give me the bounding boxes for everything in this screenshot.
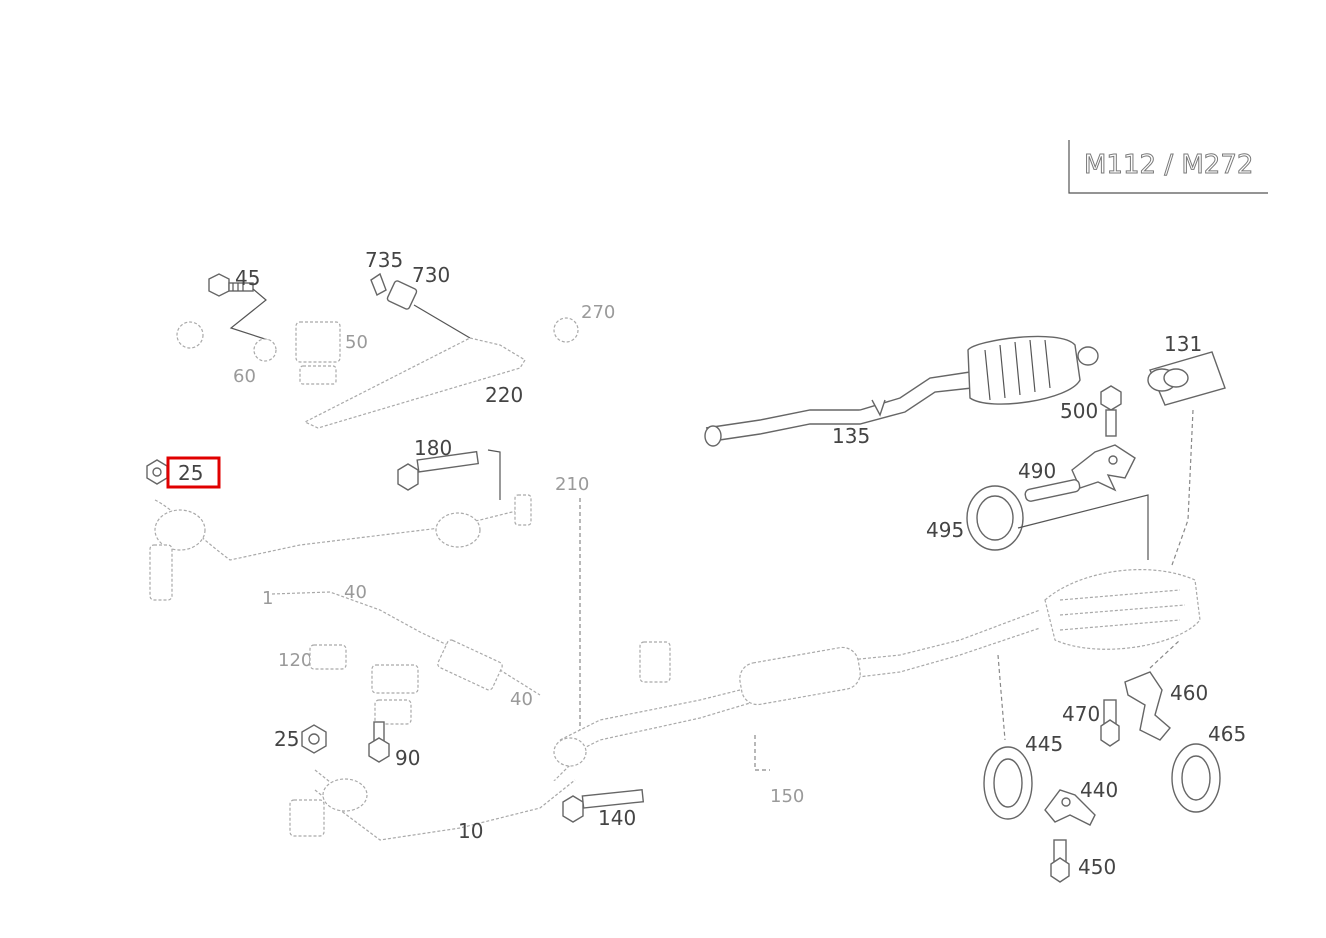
- faint-label-40b: 40: [510, 689, 533, 710]
- hanger-460-icon: [1124, 671, 1171, 741]
- label-470: 470: [1062, 702, 1100, 726]
- top-left-mounting-group: 50 60 270: [176, 272, 615, 429]
- faint-label-120: 120: [278, 650, 312, 671]
- bolt-90-icon: [368, 721, 390, 763]
- label-450: 450: [1078, 855, 1116, 879]
- faint-label-60: 60: [233, 366, 256, 387]
- label-465: 465: [1208, 722, 1246, 746]
- label-730: 730: [412, 263, 450, 287]
- highlight-box-part-25[interactable]: [166, 456, 221, 489]
- part-labels: 45 735 730 220 180 25 135 131 500 490 49…: [178, 248, 1246, 879]
- label-45: 45: [235, 266, 260, 290]
- bolt-140-icon: [562, 788, 645, 823]
- bolt-450-icon: [1050, 839, 1070, 883]
- label-500: 500: [1060, 399, 1098, 423]
- clamp-730-icon: [370, 272, 418, 310]
- label-10: 10: [458, 819, 483, 843]
- nut-25-bottom-icon: [301, 724, 327, 754]
- muffler-135-icon: [704, 335, 1099, 447]
- center-pipe-faint: 150: [559, 609, 1041, 807]
- bracket-490-icon: [1024, 444, 1136, 502]
- label-490: 490: [1018, 459, 1056, 483]
- label-140: 140: [598, 806, 636, 830]
- faint-label-40: 40: [344, 582, 367, 603]
- faint-label-270: 270: [581, 302, 615, 323]
- label-445: 445: [1025, 732, 1063, 756]
- label-131: 131: [1164, 332, 1202, 356]
- label-440: 440: [1080, 778, 1118, 802]
- tailpipe-131-icon: [1147, 351, 1226, 406]
- rubber-mount-495-icon: [966, 485, 1024, 551]
- nut-25-top-icon: [146, 459, 168, 485]
- label-460: 460: [1170, 681, 1208, 705]
- model-badge: M112 / M272: [1068, 140, 1268, 194]
- label-495: 495: [926, 518, 964, 542]
- rubber-mount-465-icon: [1171, 743, 1221, 813]
- faint-label-210: 210: [555, 474, 589, 495]
- label-220: 220: [485, 383, 523, 407]
- faint-label-150: 150: [770, 786, 804, 807]
- bolt-470-icon: [1100, 699, 1120, 747]
- label-25-bottom: 25: [274, 727, 299, 751]
- bracket-440-icon: [1044, 789, 1096, 826]
- bolt-500-icon: [1100, 385, 1122, 437]
- faint-label-1: 1: [262, 588, 273, 609]
- label-90: 90: [395, 746, 420, 770]
- label-25-top: 25: [178, 461, 203, 485]
- label-735: 735: [365, 248, 403, 272]
- label-180: 180: [414, 436, 452, 460]
- front-pipe-10-faint: [289, 737, 587, 841]
- rear-muffler-faint: [1044, 569, 1201, 650]
- label-135: 135: [832, 424, 870, 448]
- faint-label-50: 50: [345, 332, 368, 353]
- middle-left-brackets-faint: 1 40 120 40: [262, 582, 541, 725]
- model-badge-text: M112 / M272: [1084, 150, 1253, 180]
- bolt-45-icon: [208, 273, 254, 297]
- rubber-mount-445-icon: [983, 746, 1033, 820]
- bolt-180-icon: [397, 450, 480, 491]
- front-left-pipe-faint: 210: [149, 474, 589, 601]
